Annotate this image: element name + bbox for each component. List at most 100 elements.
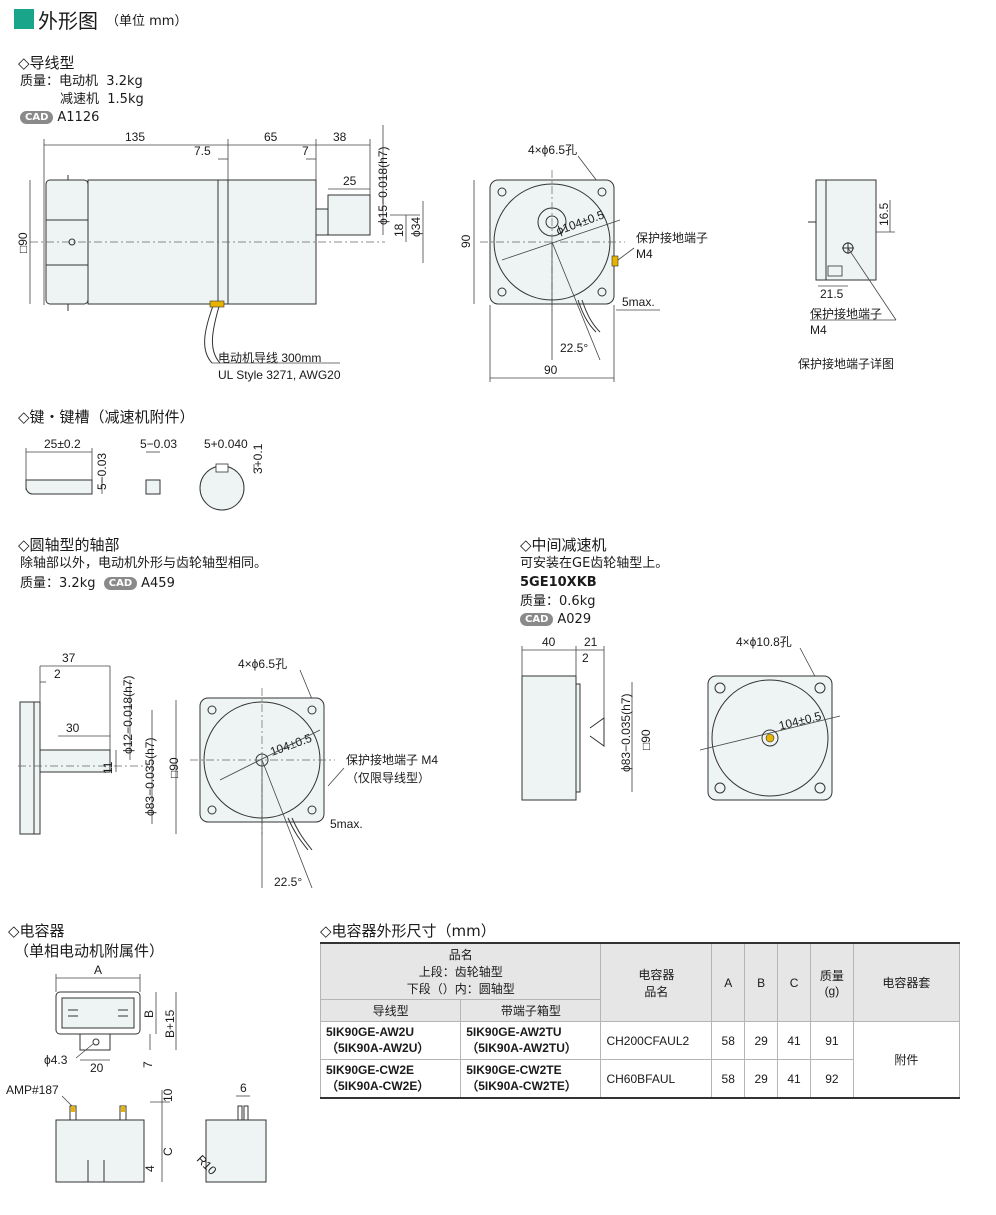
- th-mass-label: 质量: [819, 969, 844, 983]
- wire-label: 电动机导线 300mm: [218, 351, 321, 365]
- table-row: 5IK90GE-CW2E（5IK90A-CW2E） 5IK90GE-CW2TE（…: [319, 1059, 960, 1099]
- gear-label: 减速机: [60, 92, 100, 107]
- key-25: 25±0.2: [44, 437, 81, 451]
- round-5max: 5max.: [330, 817, 363, 831]
- round-angle: 22.5°: [274, 875, 302, 889]
- mid-40: 40: [542, 635, 556, 649]
- key-3: 3+0.1: [251, 443, 265, 474]
- round-ground-note: （仅限导线型）: [346, 771, 430, 785]
- lead-side-view: 135 65 38 7.5 7 25 ϕ15−0.018(h7) 18 ϕ34 …: [16, 125, 424, 382]
- row2-B: 29: [744, 1059, 779, 1099]
- dim-sq90: □90: [16, 232, 30, 253]
- th-cap-label: 电容器: [638, 967, 675, 982]
- motor-label: 电动机: [59, 74, 99, 89]
- cap-C: C: [161, 1147, 175, 1156]
- row1-A: 58: [711, 1021, 746, 1060]
- dim-34: ϕ34: [409, 217, 423, 237]
- cap-B: B: [142, 1010, 156, 1018]
- th-cap-label2: 品名: [644, 984, 669, 999]
- dim-7: 7: [302, 144, 309, 158]
- front-5max: 5max.: [622, 295, 655, 309]
- key-views: 25±0.2 5−0.03 5−0.03 5+0.040 3+0.1: [25, 437, 265, 511]
- round-side-view: 37 2 30 11 ϕ12−0.018(h7) ϕ83−0.035(h7) □…: [18, 651, 181, 835]
- row1-cap: CH200CFAUL2: [600, 1021, 713, 1060]
- mid-desc: 可安装在GE齿轮轴型上。: [520, 556, 669, 571]
- th-mass: 质量 (g): [810, 942, 854, 1022]
- mid-pilot83: ϕ83−0.035(h7): [619, 694, 633, 772]
- round-37: 37: [62, 651, 76, 665]
- lead-type-heading: ◇导线型: [18, 54, 75, 72]
- round-11: 11: [101, 761, 115, 774]
- cap-7: 7: [141, 1061, 155, 1068]
- mid-holes: 4×ϕ10.8孔: [736, 635, 792, 649]
- round-pilot83: ϕ83−0.035(h7): [143, 738, 157, 816]
- detail-21-5: 21.5: [820, 287, 844, 301]
- mass-label: 质量：: [20, 74, 60, 89]
- row2-mass: 92: [810, 1059, 854, 1099]
- mid-side-view: 40 21 2 ϕ83−0.035(h7) □90: [521, 635, 653, 801]
- mid-sq90: □90: [639, 729, 653, 750]
- row1-lead: 5IK90GE-AW2U（5IK90A-AW2U）: [319, 1021, 462, 1060]
- row1-B: 29: [744, 1021, 779, 1060]
- cap-B15: B+15: [163, 1009, 177, 1038]
- cap-10: 10: [161, 1088, 175, 1102]
- round-mass-label: 质量：: [20, 576, 60, 591]
- front-height-90: 90: [459, 234, 473, 248]
- row2-term2: （5IK90A-CW2TE）: [466, 1079, 577, 1093]
- dim-38: 38: [333, 130, 347, 144]
- cad-code: A1126: [57, 110, 100, 125]
- round-mass: 3.2kg: [59, 576, 96, 591]
- ground-detail-view: 16.5 21.5 保护接地端子 M4 保护接地端子详图: [798, 179, 897, 371]
- round-desc: 除轴部以外，电动机外形与齿轮轴型相同。: [20, 556, 268, 571]
- detail-m4: M4: [810, 323, 827, 337]
- round-2: 2: [54, 667, 61, 681]
- th-B: B: [744, 942, 779, 1022]
- row2-A: 58: [711, 1059, 746, 1099]
- round-front-view: 4×ϕ6.5孔 104±0.5 保护接地端子 M4 （仅限导线型） 5max. …: [190, 657, 438, 889]
- front-angle: 22.5°: [560, 341, 588, 355]
- motor-mass: 3.2kg: [106, 74, 143, 89]
- mid-cad-badge: CAD: [520, 613, 554, 626]
- dim-7-5: 7.5: [194, 144, 211, 158]
- th-term: 带端子箱型: [460, 999, 602, 1022]
- mid-mass-label: 质量：: [520, 594, 560, 609]
- dim-65: 65: [264, 130, 278, 144]
- cap-20: 20: [90, 1061, 104, 1075]
- dim-shaft-15: ϕ15−0.018(h7): [376, 147, 390, 225]
- row2-lead: 5IK90GE-CW2E（5IK90A-CW2E）: [319, 1059, 462, 1099]
- wire-spec: UL Style 3271, AWG20: [218, 368, 341, 382]
- detail-caption: 保护接地端子详图: [798, 356, 894, 371]
- th-lead: 导线型: [319, 999, 462, 1022]
- capacitor-sub: （单相电动机附属件）: [14, 942, 165, 960]
- key-5b: 5−0.03: [140, 437, 177, 451]
- cad-badge: CAD: [20, 111, 54, 124]
- round-sq90: □90: [167, 757, 181, 778]
- cap-amp: AMP#187: [6, 1083, 59, 1097]
- th-C: C: [777, 942, 811, 1022]
- cap-4: 4: [143, 1165, 157, 1172]
- th-mass-unit: (g): [824, 984, 840, 998]
- cap-table-heading: ◇电容器外形尺寸（mm）: [320, 922, 496, 940]
- th-A: A: [711, 942, 746, 1022]
- th-product-lower: 下段（）内：圆轴型: [406, 982, 515, 996]
- row2-lead1: 5IK90GE-CW2E: [326, 1063, 415, 1077]
- round-holes: 4×ϕ6.5孔: [238, 657, 287, 671]
- mid-mass-block: 质量：0.6kg: [520, 593, 595, 611]
- key-5c: 5+0.040: [204, 437, 248, 451]
- front-holes: 4×ϕ6.5孔: [528, 143, 577, 157]
- mid-mass: 0.6kg: [559, 594, 596, 609]
- cap-d4-3: ϕ4.3: [44, 1053, 68, 1067]
- dim-25: 25: [343, 174, 357, 188]
- set-value: 附件: [852, 1021, 961, 1099]
- mid-21: 21: [584, 635, 598, 649]
- cap-A: A: [94, 963, 102, 977]
- title-text: 外形图: [38, 8, 98, 33]
- round-ground: 保护接地端子 M4: [346, 752, 438, 767]
- cap-6: 6: [240, 1081, 247, 1095]
- row1-mass: 91: [810, 1021, 854, 1060]
- page-title: 外形图 （单位 mm）: [14, 6, 187, 33]
- capacitor-dimension-table: 品名 上段：齿轮轴型 下段（）内：圆轴型 电容器 品名 A B C 质量 (g)…: [319, 942, 961, 1099]
